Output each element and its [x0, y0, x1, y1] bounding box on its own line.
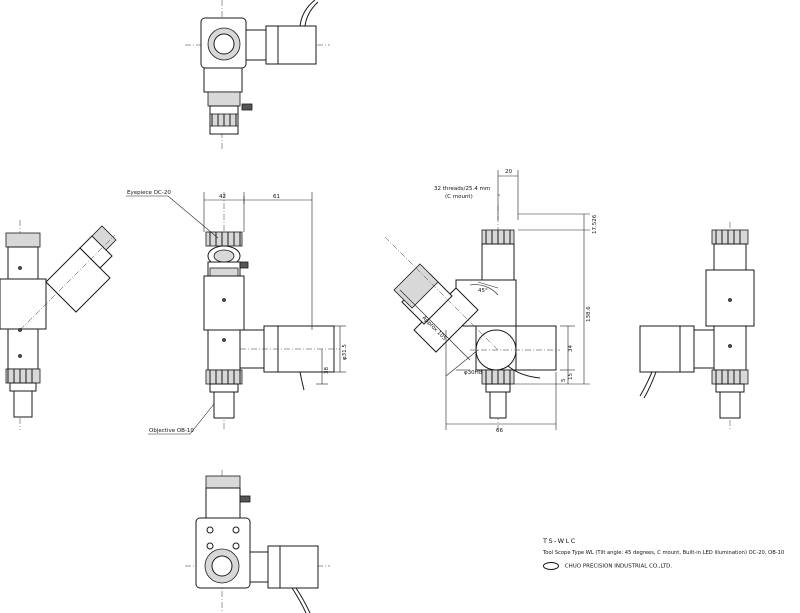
dim-138-6: 138.6 [586, 306, 592, 322]
objective-label: Objective OB-10 [149, 428, 194, 434]
company-logo-icon [543, 562, 559, 570]
model-number: TS-WLC [543, 537, 577, 545]
dim-15: 15 [568, 373, 574, 380]
dim-5: 5 [561, 378, 567, 382]
dim-17-526: 17.526 [592, 214, 598, 234]
company-name: CHUO PRECISION INDUSTRIAL CO.,LTD. [564, 563, 673, 570]
left-side-view [0, 220, 117, 430]
front-view [126, 192, 346, 435]
dim-34: 34 [568, 345, 574, 352]
thread-note: 32 threads/25.4 mm [434, 186, 490, 192]
top-view [185, 0, 330, 150]
company-row: CHUO PRECISION INDUSTRIAL CO.,LTD. [543, 562, 672, 570]
dim-61: 61 [273, 194, 280, 200]
tilt-section-view [384, 170, 590, 430]
dim-20: 20 [505, 169, 512, 175]
dim-diameter-31-5: φ31.5 [342, 344, 348, 360]
front-view-labels: Eyepiece OC-20 Objective OB-10 42 61 φ31… [127, 190, 348, 434]
title-block: TS-WLC Tool Scope Type WL (Tilt angle: 4… [543, 537, 795, 577]
bottom-view [185, 470, 330, 613]
angle-45-label: 45° [478, 288, 488, 294]
dim-diameter-30h8: φ30H8 [464, 370, 483, 376]
c-mount-note: (C mount) [445, 194, 473, 200]
dim-38: 38 [324, 367, 330, 374]
product-description: Tool Scope Type WL (Tilt angle: 45 degre… [543, 550, 785, 556]
right-side-view [639, 222, 755, 430]
eyepiece-label: Eyepiece OC-20 [127, 190, 171, 196]
dim-42: 42 [219, 194, 226, 200]
dim-66: 66 [496, 428, 503, 434]
